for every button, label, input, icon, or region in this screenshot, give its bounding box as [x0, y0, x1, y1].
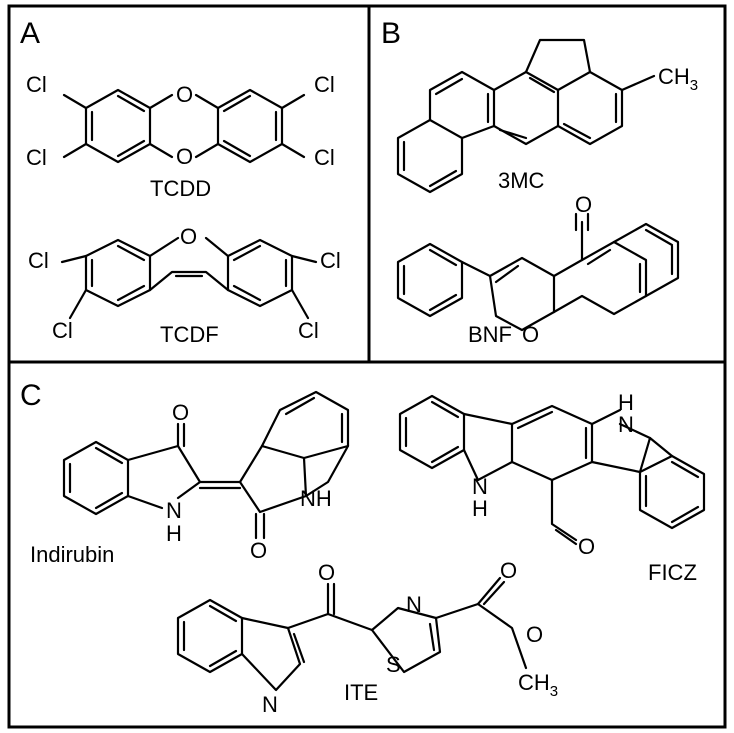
ite-methyl-group: CH3	[518, 670, 558, 700]
3mc-name: 3MC	[498, 168, 545, 193]
3mc-structure: CH3	[396, 38, 698, 194]
bnf-ring-oxygen: O	[522, 322, 539, 347]
indirubin-amine-right: NH	[300, 486, 332, 511]
tcdd-oxygen-bottom: O	[176, 144, 193, 169]
ficz-name: FICZ	[648, 560, 697, 585]
tcdf-name: TCDF	[160, 322, 219, 347]
panel-b-frame	[367, 4, 727, 364]
tcdf-oxygen: O	[180, 224, 197, 249]
tcdf-chlorine-bottom-left: Cl	[52, 318, 73, 343]
tcdf-chlorine-bottom-right: Cl	[298, 318, 319, 343]
panel-a-label: A	[20, 17, 40, 50]
ite-name: ITE	[344, 680, 378, 705]
3mc-methyl-group: CH3	[658, 64, 698, 94]
ficz-structure: N H N H O	[398, 390, 706, 559]
tcdf-structure: O Cl Cl Cl Cl	[28, 224, 341, 343]
ite-thiazole-nitrogen: N	[406, 592, 422, 617]
tcdd-name: TCDD	[150, 176, 211, 201]
indirubin-oxygen-top: O	[172, 400, 189, 425]
ficz-amine-left-nitrogen: N	[472, 474, 488, 499]
ficz-amine-top-hydrogen: H	[618, 390, 634, 415]
ite-thiazole-sulfur: S	[386, 652, 401, 677]
ficz-amine-left-hydrogen: H	[472, 496, 488, 521]
ficz-amine-top-nitrogen: N	[618, 412, 634, 437]
bnf-carbonyl-oxygen: O	[575, 192, 592, 217]
ite-structure: O N N S O O CH3	[176, 558, 558, 717]
tcdd-oxygen-top: O	[176, 82, 193, 107]
panel-b-label: B	[381, 17, 401, 50]
bnf-name: BNF	[468, 322, 512, 347]
ite-indole-nitrogen: N	[262, 692, 278, 717]
tcdf-chlorine-top-right: Cl	[320, 248, 341, 273]
indirubin-oxygen-bottom: O	[250, 538, 267, 563]
tcdd-chlorine-top-right: Cl	[314, 72, 335, 97]
bnf-structure: O O	[396, 192, 680, 347]
tcdd-chlorine-bottom-right: Cl	[314, 145, 335, 170]
ficz-aldehyde-oxygen: O	[578, 534, 595, 559]
ite-ketone-oxygen: O	[318, 560, 335, 585]
tcdd-structure: O O Cl Cl Cl Cl	[26, 72, 335, 170]
panel-c-frame	[7, 360, 727, 729]
tcdd-chlorine-top-left: Cl	[26, 72, 47, 97]
tcdf-chlorine-top-left: Cl	[28, 248, 49, 273]
panel-c-label: C	[20, 379, 42, 412]
indirubin-structure: O N H NH O	[62, 390, 350, 563]
indirubin-hydrogen-left: H	[166, 521, 182, 546]
ite-ester-carbonyl-oxygen: O	[500, 558, 517, 583]
indirubin-name: Indirubin	[30, 542, 114, 567]
tcdd-chlorine-bottom-left: Cl	[26, 145, 47, 170]
indirubin-nitrogen-left: N	[166, 498, 182, 523]
ite-ester-oxygen: O	[526, 622, 543, 647]
